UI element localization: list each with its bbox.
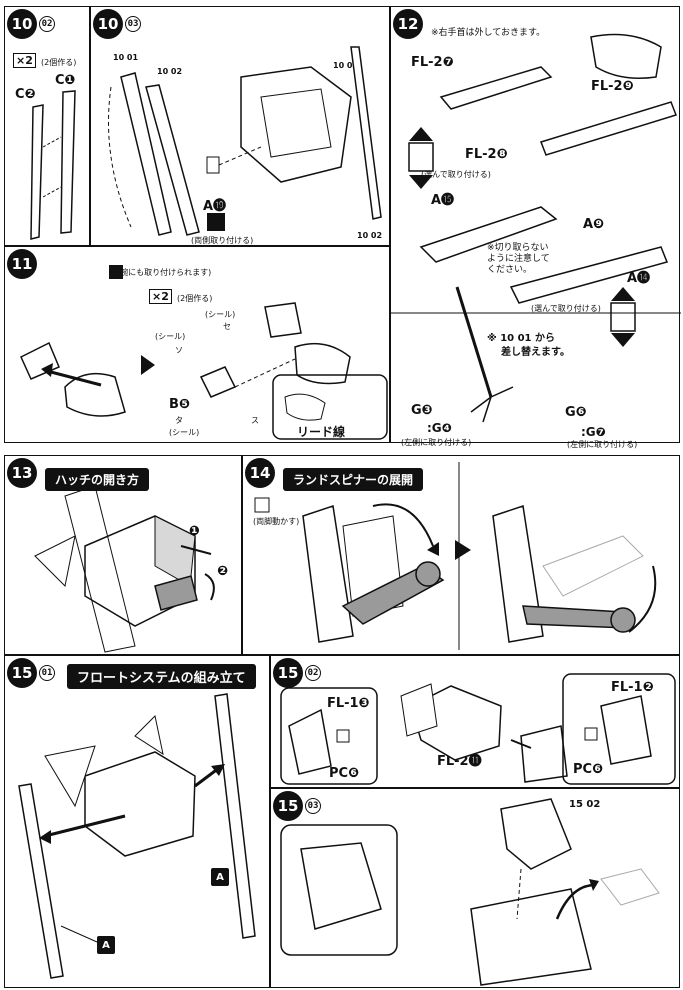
step-number: 15 [7, 658, 37, 688]
part-label-a14: A⓮ [627, 271, 651, 286]
both-sides-note: (両側取り付ける) [191, 236, 254, 245]
step-badge: 10 03 [93, 9, 141, 39]
part-label-fl1-2: FL-1❷ [611, 680, 654, 695]
step-badge: 13 [7, 458, 37, 488]
step-number: 15 [273, 658, 303, 688]
part-label-a19: A⓳ [203, 199, 227, 214]
part-label-c2: C❷ [15, 87, 36, 102]
step-badge: 10 02 [7, 9, 55, 39]
seal-label-c: (シール) [169, 428, 200, 437]
step-number: 13 [7, 458, 37, 488]
step-title: フロートシステムの組み立て [67, 664, 256, 689]
float-mount-drawing [280, 798, 660, 986]
part-label-fl2-7: FL-2❼ [411, 55, 454, 70]
part-label-fl2-9: FL-2❾ [591, 79, 634, 94]
part-label-g3: G❸ [411, 403, 433, 418]
substep-number: 02 [305, 665, 321, 681]
choose-note-2: (選んで取り付ける) [531, 304, 601, 313]
float-unit-parts-drawing [280, 673, 676, 785]
step-badge: 14 [245, 458, 275, 488]
substep-number: 03 [125, 16, 141, 32]
quantity-note: (2個作る) [41, 58, 77, 67]
part-label-pcf-2: PC❻ [573, 762, 604, 777]
knightmare-shoulder-drawing [108, 46, 382, 236]
step-badge: 11 [7, 249, 37, 279]
seal-label-b: (シール) [155, 332, 186, 341]
part-label-a-right: A [211, 868, 229, 886]
part-label-pcf-1: PC❻ [329, 766, 360, 781]
left-arm-note: (左腕にも取り付けられます) [109, 268, 212, 277]
caution-note: ※切り取らない ように注意して ください。 [487, 243, 550, 275]
seal-mark-so: ソ [175, 346, 183, 355]
panel-step-13: 13 ハッチの開き方 ❶ ❷ [4, 455, 242, 655]
step-number: 12 [393, 9, 423, 39]
step-badge: 15 01 [7, 658, 55, 688]
ref-label-10-02-b: 10 02 [357, 231, 383, 240]
left-side-note-2: (左側に取り付ける) [567, 440, 638, 449]
weapon-attachment-drawing [391, 33, 681, 423]
step-badge: 15 02 [273, 658, 321, 688]
ref-label-15-02: 15 02 [569, 799, 601, 810]
step-title: ランドスピナーの展開 [283, 468, 424, 491]
seal-mark-su: ス [251, 416, 259, 425]
panel-step-10-02: 10 02 ×2 (2個作る) C❶ C❷ [4, 6, 90, 246]
replace-note-2: 差し替えます。 [501, 347, 570, 358]
panel-step-12: 12 ※右手首は外しておきます。 FL-2❼ FL-2❾ FL-2❽ (選んで取… [390, 6, 681, 449]
part-label-g6: G❻ [565, 405, 587, 420]
step-number: 15 [273, 791, 303, 821]
seal-label-a: (シール) [205, 310, 236, 319]
quantity-mark: ×2 [149, 289, 172, 304]
part-label-g7: :G❼ [581, 425, 606, 439]
step-badge: 15 03 [273, 791, 321, 821]
both-legs-note: (両脚動かす) [253, 517, 300, 526]
panel-step-15-02: 15 02 FL-1❸ PC❻ FL-2⓫ FL-1❷ PC❻ [270, 655, 680, 788]
panel-step-15-03: 15 03 15 02 [270, 788, 680, 988]
hand-assembly-drawing [20, 265, 388, 440]
lead-wire-label: リード線 [297, 425, 346, 439]
part-label-g4: :G❹ [427, 421, 452, 435]
seal-mark-se: セ [223, 322, 231, 331]
ref-label-10-02: 10 02 [157, 67, 183, 76]
part-label-a-left: A [97, 936, 115, 954]
land-spinner-drawing [254, 462, 657, 650]
left-side-note-1: (左側に取り付ける) [401, 438, 472, 447]
blade-parts-drawing [30, 90, 76, 240]
order-mark-2: ❷ [217, 564, 229, 579]
panel-step-15-01: 15 01 フロートシステムの組み立て A A [4, 655, 270, 988]
step-title: ハッチの開き方 [45, 468, 150, 491]
substep-number: 01 [39, 665, 55, 681]
float-system-drawing [18, 693, 256, 979]
step-note: ※右手首は外しておきます。 [431, 28, 546, 38]
part-label-fl2-11: FL-2⓫ [437, 754, 482, 769]
step-number: 11 [7, 249, 37, 279]
panel-step-10-03: 10 03 10 01 10 02 10 01 10 02 A⓳ (両側取り付け… [90, 6, 390, 246]
step-number: 10 [93, 9, 123, 39]
panel-step-11: 11 (左腕にも取り付けられます) ×2 (2個作る) (シール) セ (シール… [4, 246, 390, 443]
seal-mark-ta: タ [175, 416, 183, 425]
part-label-c1: C❶ [55, 73, 76, 88]
ref-label-10-01-b: 10 01 [333, 61, 359, 70]
step-number: 14 [245, 458, 275, 488]
replace-note-1: ※ 10 01 から [487, 333, 555, 344]
quantity-note: (2個作る) [177, 294, 213, 303]
part-label-a15: A⓯ [431, 193, 455, 208]
hatch-opening-drawing [34, 485, 215, 653]
part-label-a9: A❾ [583, 217, 605, 232]
choose-note-1: (選んで取り付ける) [421, 170, 491, 179]
part-label-fl2-8: FL-2❽ [465, 147, 508, 162]
quantity-mark: ×2 [13, 53, 36, 68]
part-label-fl1-3: FL-1❸ [327, 696, 370, 711]
order-mark-1: ❶ [189, 524, 201, 539]
substep-number: 02 [39, 16, 55, 32]
part-label-b5: B❺ [169, 397, 190, 412]
panel-step-14: 14 ランドスピナーの展開 (両脚動かす) [242, 455, 680, 655]
step-badge: 12 [393, 9, 423, 39]
substep-number: 03 [305, 798, 321, 814]
step-number: 10 [7, 9, 37, 39]
ref-label-10-01: 10 01 [113, 53, 139, 62]
